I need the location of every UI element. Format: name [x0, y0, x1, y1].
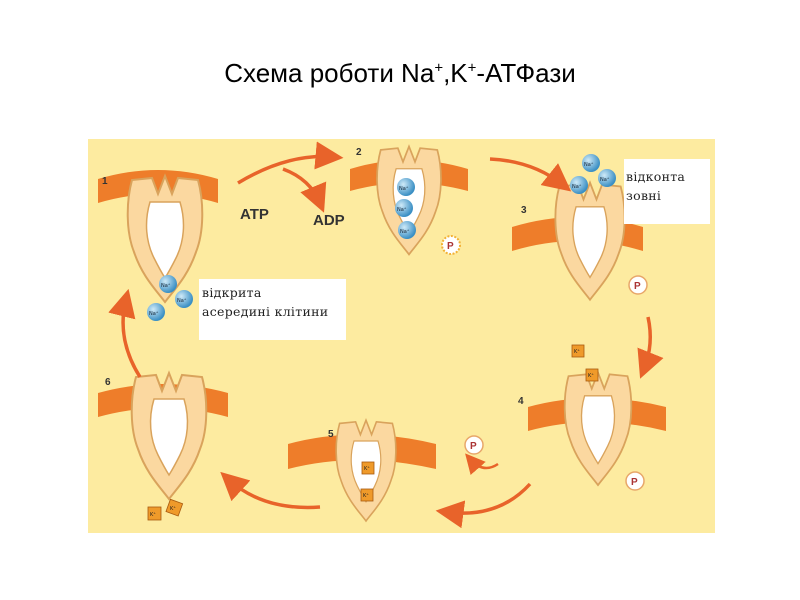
atpase-protein-6 [130, 372, 208, 500]
svg-text:K⁺: K⁺ [588, 373, 594, 379]
svg-text:Na⁺: Na⁺ [397, 207, 407, 213]
cycle-arrow-3-to-4 [637, 316, 664, 379]
potassium-ion: K⁺ [361, 461, 375, 475]
potassium-ion: K⁺ [585, 368, 599, 382]
svg-text:K⁺: K⁺ [170, 506, 176, 512]
svg-text:Na⁺: Na⁺ [572, 184, 582, 190]
potassium-ion: K⁺ [360, 488, 374, 502]
potassium-ion: K⁺ [147, 506, 162, 521]
step-number-6: 6 [105, 377, 111, 388]
phosphate-group: P [625, 471, 645, 491]
atpase-protein-3 [554, 181, 626, 301]
pump-cycle-diagram: 1 2 3 4 5 6 ATP ADP Na⁺ Na⁺ Na⁺ Na⁺ Na⁺ … [88, 139, 715, 533]
cycle-arrow-1-to-2 [237, 141, 344, 185]
step-number-1: 1 [102, 176, 108, 187]
svg-text:Na⁺: Na⁺ [399, 186, 409, 192]
sodium-ion: Na⁺ [159, 275, 177, 293]
sodium-ion: Na⁺ [395, 199, 413, 217]
cycle-arrow-2-to-3 [489, 157, 572, 192]
sodium-ion: Na⁺ [398, 221, 416, 239]
cycle-arrow-4-to-5 [435, 482, 532, 529]
potassium-ion: K⁺ [165, 498, 184, 517]
sodium-ion: Na⁺ [582, 154, 600, 172]
step-number-5: 5 [328, 429, 334, 440]
atpase-protein-4 [563, 371, 633, 487]
svg-text:Na⁺: Na⁺ [161, 283, 171, 289]
svg-text:K⁺: K⁺ [150, 512, 156, 518]
callout-open-outside: відконта зовні [624, 159, 710, 224]
step-number-4: 4 [518, 396, 524, 407]
cycle-arrow-6-to-1 [108, 288, 142, 378]
svg-text:P: P [634, 281, 641, 292]
phosphate-group: P [464, 435, 484, 455]
callout-open-inside: відкрита асередині клітини [199, 279, 346, 340]
svg-text:Na⁺: Na⁺ [400, 229, 410, 235]
adp-label: ADP [313, 212, 345, 229]
sodium-ion: Na⁺ [397, 178, 415, 196]
sodium-ion: Na⁺ [598, 169, 616, 187]
svg-text:P: P [447, 241, 454, 252]
potassium-ion: K⁺ [571, 344, 585, 358]
phosphate-release-arrow [465, 453, 499, 475]
atp-label: ATP [240, 206, 269, 223]
phosphate-group: P [441, 235, 461, 255]
svg-text:P: P [631, 477, 638, 488]
cycle-arrow-5-to-6 [220, 471, 321, 510]
svg-text:Na⁺: Na⁺ [149, 311, 159, 317]
step-number-3: 3 [521, 205, 527, 216]
svg-text:K⁺: K⁺ [364, 466, 370, 472]
page-title: Схема роботи Na+,K+-АТФази [224, 58, 576, 88]
sodium-ion: Na⁺ [570, 176, 588, 194]
svg-text:Na⁺: Na⁺ [177, 298, 187, 304]
svg-text:P: P [470, 441, 477, 452]
svg-text:K⁺: K⁺ [363, 493, 369, 499]
svg-text:K⁺: K⁺ [574, 349, 580, 355]
sodium-ion: Na⁺ [147, 303, 165, 321]
step-number-2: 2 [356, 147, 362, 158]
adp-arrow [282, 167, 327, 213]
svg-text:Na⁺: Na⁺ [584, 162, 594, 168]
phosphate-group: P [628, 275, 648, 295]
sodium-ion: Na⁺ [175, 290, 193, 308]
svg-text:Na⁺: Na⁺ [600, 177, 610, 183]
